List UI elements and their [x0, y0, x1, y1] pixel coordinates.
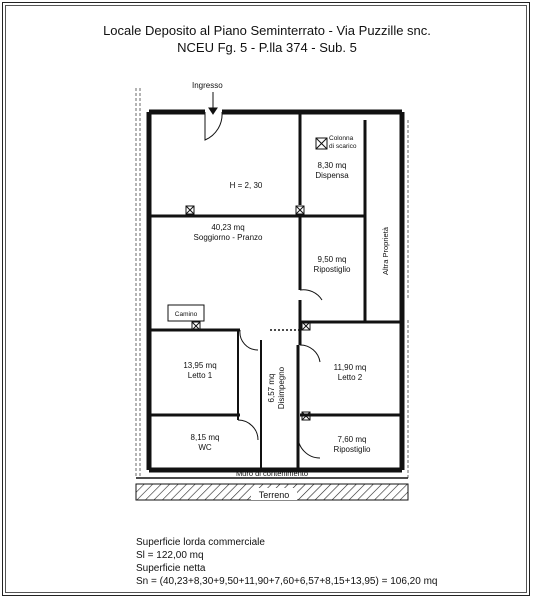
room-letto-1-name: Letto 1 — [188, 371, 213, 380]
room-dispensa-area: 8,30 mq — [318, 161, 347, 170]
building-outline — [135, 88, 409, 478]
inner-frame — [5, 5, 527, 593]
summary-line-3: Superficie netta — [136, 563, 206, 574]
title-line-1: Locale Deposito al Piano Seminterrato - … — [103, 23, 431, 38]
ingresso-label: Ingresso — [192, 81, 223, 90]
interior-walls — [149, 112, 402, 470]
title-line-2: NCEU Fg. 5 - P.lla 374 - Sub. 5 — [177, 40, 357, 55]
summary-line-4: Sn = (40,23+8,30+9,50+11,90+7,60+6,57+8,… — [136, 576, 438, 587]
shaft-markers — [167, 137, 328, 421]
room-dispensa-name: Dispensa — [315, 171, 349, 180]
terreno-label: Terreno — [259, 490, 290, 500]
muro-label: Muro di contenimento — [236, 469, 308, 478]
room-letto-2-name: Letto 2 — [338, 373, 363, 382]
room-wc-name: WC — [198, 443, 212, 452]
entrance-arrow — [208, 92, 218, 115]
colonna-label-1: Colonna — [329, 135, 354, 142]
colonna-label-2: di scarico — [329, 143, 357, 150]
surface-summary: Superficie lorda commerciale Sl = 122,00… — [136, 536, 437, 588]
room-wc-area: 8,15 mq — [191, 433, 220, 442]
room-ripostiglio-2-name: Ripostiglio — [334, 445, 371, 454]
room-ripostiglio-2-area: 7,60 mq — [338, 435, 367, 444]
summary-line-1: Superficie lorda commerciale — [136, 537, 265, 548]
camino-label: Camino — [175, 311, 198, 318]
room-letto-1-area: 13,95 mq — [183, 361, 216, 370]
room-ripostiglio-1-area: 9,50 mq — [318, 255, 347, 264]
room-soggiorno-area: 40,23 mq — [211, 223, 244, 232]
height-label: H = 2, 30 — [230, 181, 263, 190]
exterior-walls — [146, 109, 405, 473]
room-disimpegno-name: Disimpegno — [277, 366, 286, 409]
summary-line-2: Sl = 122,00 mq — [136, 550, 204, 561]
room-letto-2-area: 11,90 mq — [334, 363, 367, 372]
terreno-label-bg — [251, 488, 297, 500]
title-block: Locale Deposito al Piano Seminterrato - … — [0, 22, 534, 56]
room-soggiorno-name: Soggiorno - Pranzo — [194, 233, 263, 242]
room-ripostiglio-1-name: Ripostiglio — [314, 265, 351, 274]
altra-proprieta-label: Altra Proprietà — [381, 226, 390, 275]
room-disimpegno-area: 6,57 mq — [267, 374, 276, 403]
outer-frame — [2, 2, 530, 596]
door-swings — [204, 111, 323, 459]
